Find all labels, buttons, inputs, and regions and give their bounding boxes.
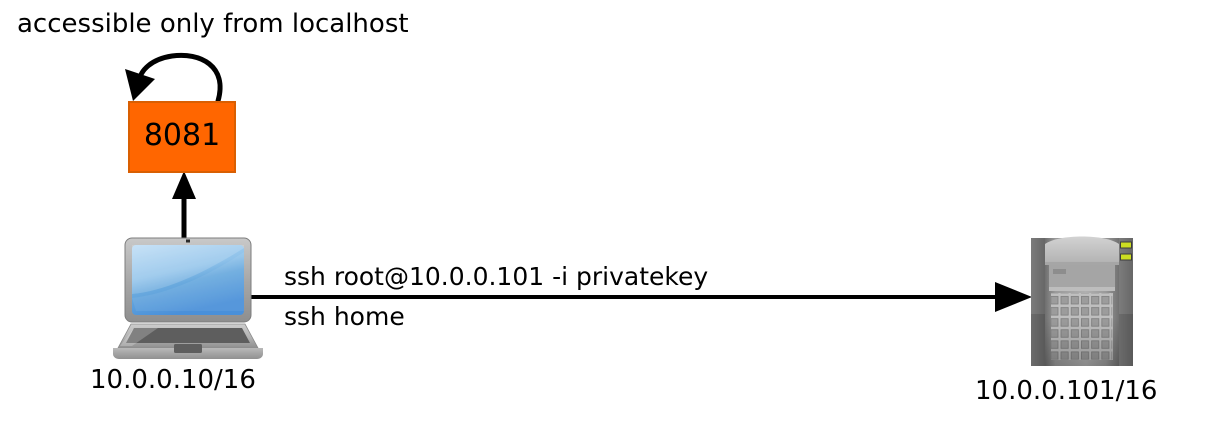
- server-ip-label: 10.0.0.101/16: [975, 376, 1158, 406]
- laptop-icon: [113, 237, 263, 359]
- diagram-title: accessible only from localhost: [17, 9, 409, 39]
- laptop-ip-label: 10.0.0.10/16: [90, 365, 256, 395]
- loopback-arrow: [125, 52, 223, 104]
- server-led-indicators: [1120, 241, 1132, 261]
- port-box-label: 8081: [143, 118, 221, 153]
- ssh-command-line-2: ssh home: [284, 302, 405, 331]
- port-box[interactable]: 8081: [128, 101, 236, 173]
- ssh-command-line-1: ssh root@10.0.0.101 -i privatekey: [284, 262, 709, 291]
- server-icon: [1031, 236, 1133, 366]
